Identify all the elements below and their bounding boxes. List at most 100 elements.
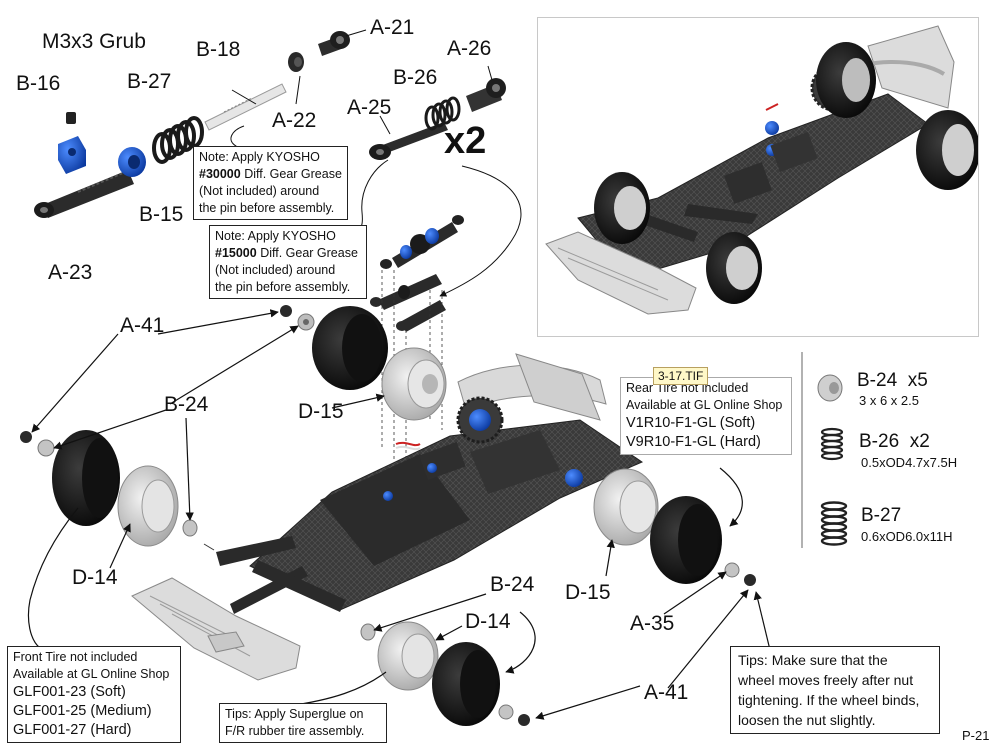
inset-tire-front-left: [594, 172, 650, 244]
note2-line3: (Not included) around: [215, 263, 336, 277]
bearing-b24-left: [37, 439, 55, 457]
nut-tip-line2: wheel moves freely after nut: [738, 672, 914, 688]
superglue-line2: F/R rubber tire assembly.: [225, 724, 365, 738]
label-b18: B-18: [196, 38, 241, 61]
label-b15: B-15: [139, 203, 184, 226]
front-shock-upper: [380, 215, 464, 269]
nut-a41-left: [20, 431, 32, 443]
b18-leader: [231, 89, 257, 105]
label-b26-top: B-26: [393, 66, 438, 89]
rear-tire-opt2: V9R10-F1-GL (Hard): [626, 434, 761, 450]
note2-line1: Note: Apply KYOSHO: [215, 229, 336, 243]
wheel-d15-right: [593, 468, 659, 546]
file-tag: 3-17.TIF: [653, 367, 709, 385]
spring-large-icon: [820, 501, 848, 546]
label-a23: A-23: [48, 261, 93, 284]
label-b24-left: B-24: [164, 393, 209, 416]
front-tire-line2: Available at GL Online Shop: [13, 667, 170, 681]
label-a22: A-22: [272, 109, 317, 132]
note-rear-tire: Rear Tire not included Available at GL O…: [620, 377, 792, 455]
inset-tire-rear-left: [816, 42, 876, 118]
b26-spring-top: [424, 96, 461, 131]
front-tire-opt2: GLF001-25 (Medium): [13, 703, 152, 719]
label-b24-bottom: B-24: [490, 573, 535, 596]
legend-b27-spec: 0.6xOD6.0x11H: [861, 529, 953, 544]
assembled-car-inset: [537, 17, 980, 337]
superglue-line1: Tips: Apply Superglue on: [225, 707, 364, 721]
main-chassis: [216, 353, 644, 614]
inset-tire-front-right: [706, 232, 762, 304]
label-a41-bottom: A-41: [644, 681, 689, 704]
label-d14-bottom: D-14: [465, 610, 511, 633]
legend-b26-name: B-26 x2: [859, 431, 930, 452]
rear-tire-right: [650, 496, 722, 584]
m3x3-grub-part: [66, 112, 76, 124]
front-tire-left: [52, 430, 120, 526]
b15-blue-nut: [118, 147, 146, 177]
legend-b24-spec: 3 x 6 x 2.5: [859, 393, 919, 408]
label-a21: A-21: [370, 16, 415, 39]
note2-grease-suffix: Diff. Gear Grease: [256, 246, 358, 260]
label-d14-left: D-14: [72, 566, 118, 589]
b18-pin-part: [204, 83, 287, 131]
nut-tip-line1: Tips: Make sure that the: [738, 652, 888, 668]
front-tire-opt1: GLF001-23 (Soft): [13, 684, 126, 700]
note1-line4: the pin before assembly.: [199, 201, 335, 215]
bearing-icon: [817, 374, 843, 402]
note1-line1: Note: Apply KYOSHO: [199, 150, 320, 164]
note2-leader: [359, 159, 389, 231]
bearing-b24-left2: [182, 519, 198, 537]
rear-tire-top-left: [312, 306, 388, 390]
label-a35: A-35: [630, 612, 675, 635]
label-d15-top: D-15: [298, 400, 344, 423]
b16-blue-block: [58, 136, 86, 174]
label-b27-top: B-27: [127, 70, 172, 93]
nut-tip-line4: loosen the nut slightly.: [738, 712, 876, 728]
note-grease-30000: Note: Apply KYOSHO #30000 Diff. Gear Gre…: [193, 146, 348, 220]
front-wing: [131, 577, 301, 681]
nut-tip-line3: tightening. If the wheel binds,: [738, 692, 920, 708]
label-a41-top: A-41: [120, 314, 165, 337]
bearing-b24-bottom2: [498, 704, 514, 720]
label-m3x3-grub: M3x3 Grub: [42, 30, 146, 53]
label-d15-right: D-15: [565, 581, 611, 604]
label-a25: A-25: [347, 96, 392, 119]
note-front-tire: Front Tire not included Available at GL …: [7, 646, 181, 743]
bearing-b24-top: [297, 313, 315, 331]
label-b16: B-16: [16, 72, 61, 95]
bearing-a35: [724, 562, 740, 578]
legend-b27-name: B-27: [861, 505, 902, 526]
note-nut-tip: Tips: Make sure that the wheel moves fre…: [730, 646, 940, 734]
front-shock-lower: [370, 274, 446, 332]
legend-b26-spec: 0.5xOD4.7x7.5H: [861, 455, 958, 470]
bearing-b24-bottom: [360, 623, 376, 641]
nut-a41-bottom: [518, 714, 530, 726]
front-tire-opt3: GLF001-27 (Hard): [13, 722, 132, 738]
rear-tire-line2: Available at GL Online Shop: [626, 398, 783, 412]
legend-b24-name: B-24 x5: [857, 370, 928, 391]
note2-grease: #15000: [215, 246, 257, 260]
wheel-d14-bottom: [377, 621, 439, 691]
a23-arm-part: [34, 169, 134, 218]
note-grease-15000: Note: Apply KYOSHO #15000 Diff. Gear Gre…: [209, 225, 367, 299]
inset-tire-rear-right: [916, 110, 980, 190]
a22-bushing: [288, 52, 304, 72]
wheel-d14-left: [117, 465, 179, 547]
note-superglue: Tips: Apply Superglue on F/R rubber tire…: [219, 703, 387, 743]
rear-tire-opt1: V1R10-F1-GL (Soft): [626, 415, 756, 431]
a21-rod-end: [318, 31, 350, 56]
wheel-d15-top: [381, 347, 447, 421]
note1-grease-suffix: Diff. Gear Grease: [240, 167, 342, 181]
label-a26: A-26: [447, 37, 492, 60]
note2-line4: the pin before assembly.: [215, 280, 351, 294]
x2-leader: [439, 165, 522, 297]
spring-small-icon: [820, 427, 844, 461]
front-tire-line1: Front Tire not included: [13, 650, 138, 664]
nut-a41-top: [280, 305, 292, 317]
nut-a41-right: [744, 574, 756, 586]
front-tire-bottom: [432, 642, 500, 726]
a26-part: [466, 78, 506, 112]
note1-grease: #30000: [199, 167, 241, 181]
page-number: P-21: [962, 728, 990, 743]
